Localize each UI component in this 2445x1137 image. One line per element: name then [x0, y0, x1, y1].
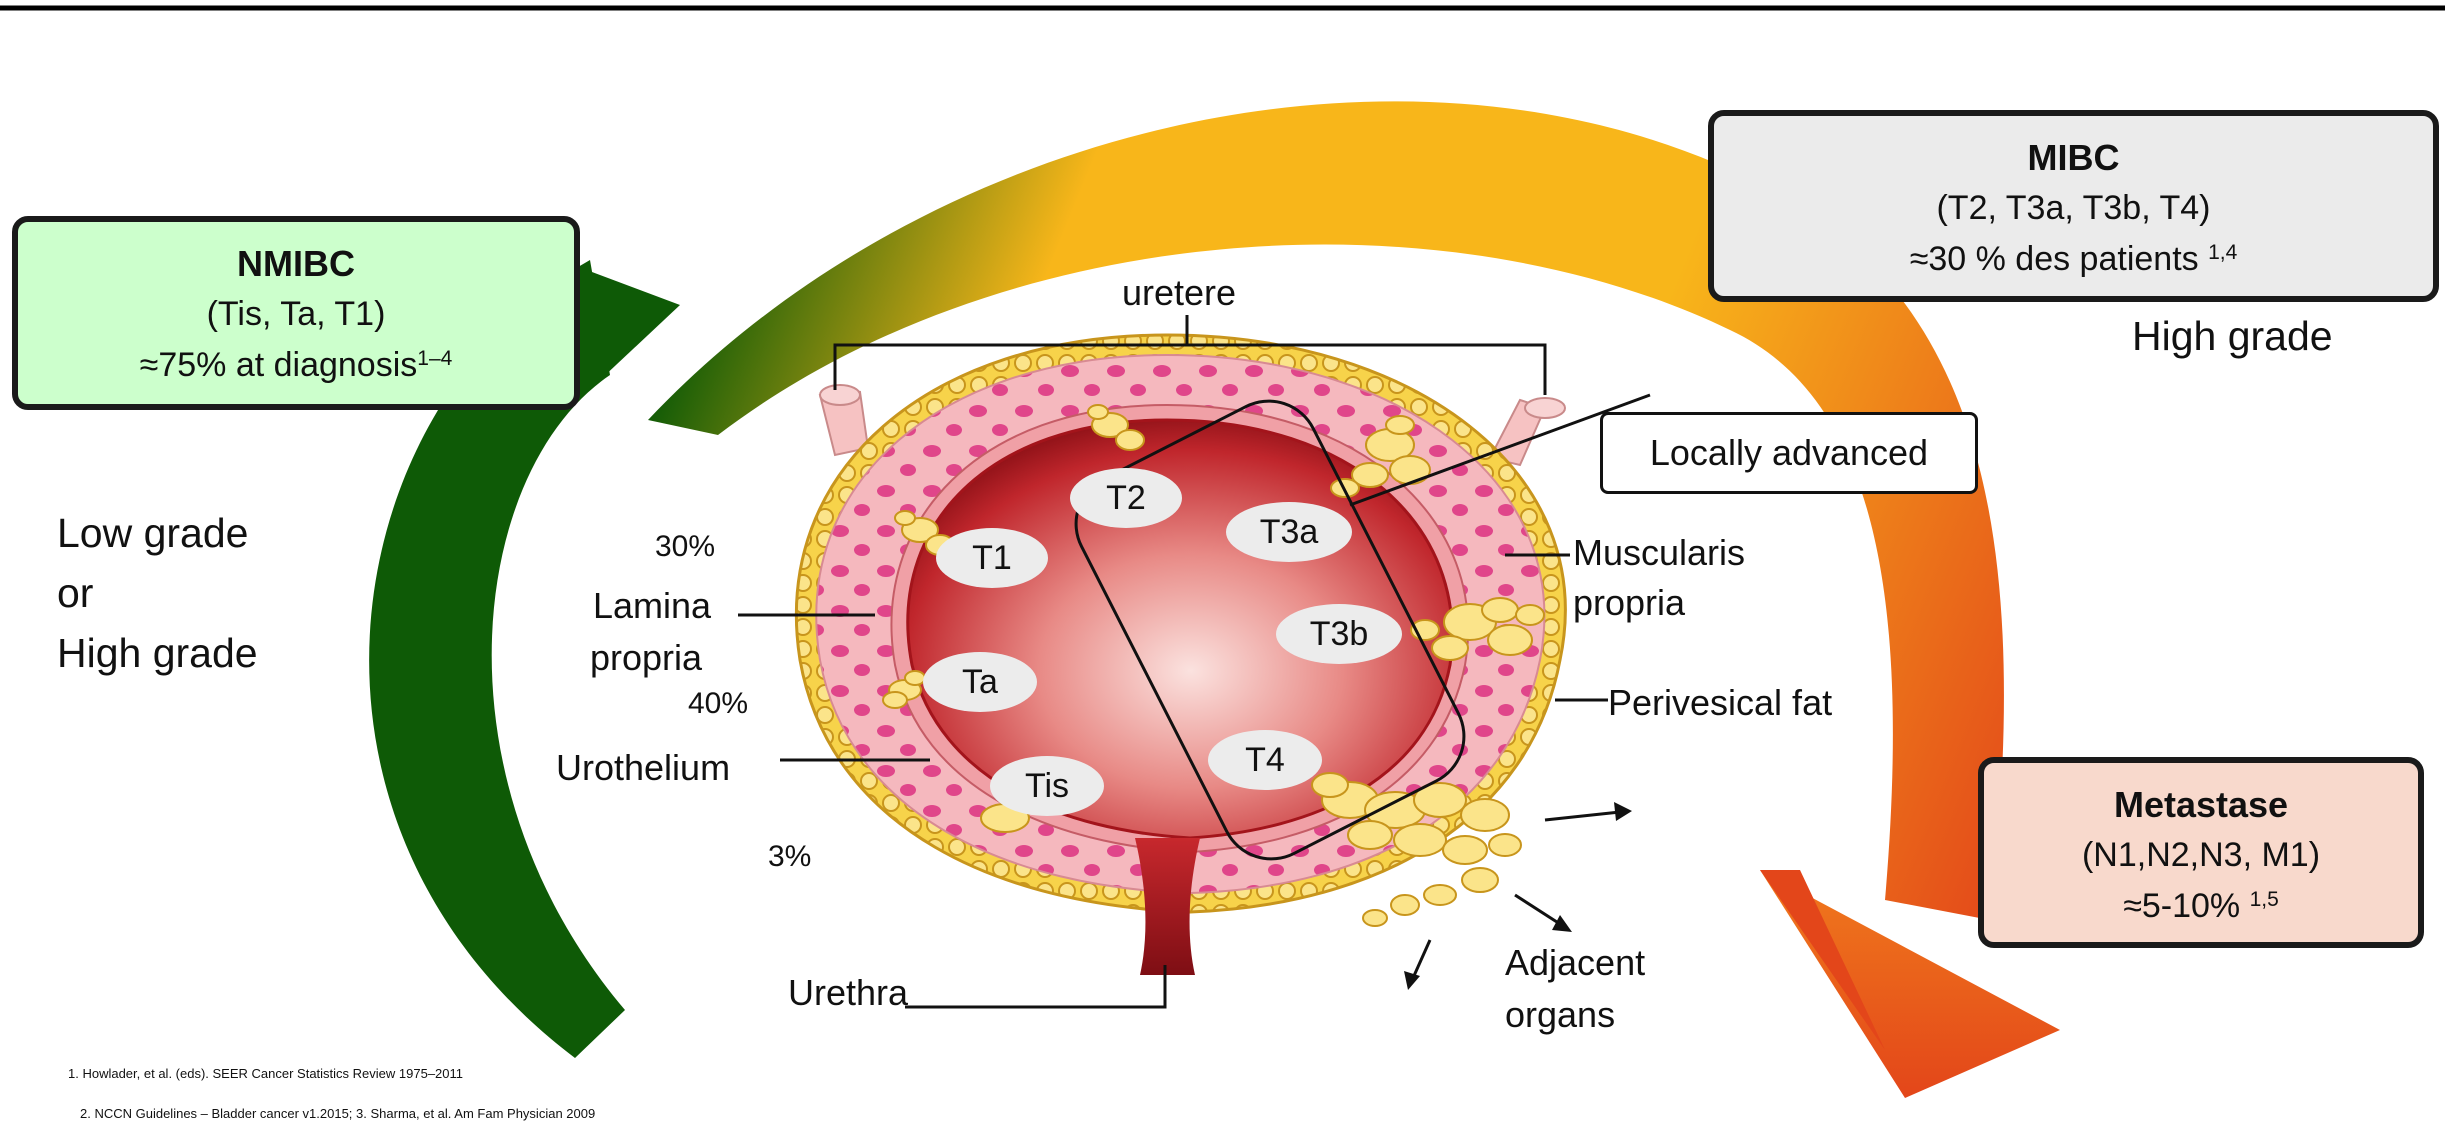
mibc-stat-line: ≈30 % des patients 1,4	[1714, 234, 2433, 285]
mibc-title: MIBC	[1714, 132, 2433, 183]
grade-left-line3: High grade	[57, 623, 258, 683]
stage-ta: Ta	[923, 652, 1037, 712]
nmibc-stages: (Tis, Ta, T1)	[18, 289, 574, 340]
lamina-label-1: Lamina	[593, 583, 711, 628]
stage-t3a: T3a	[1226, 502, 1352, 562]
mibc-stages: (T2, T3a, T3b, T4)	[1714, 183, 2433, 234]
mibc-box: MIBC (T2, T3a, T3b, T4) ≈30 % des patien…	[1708, 110, 2439, 302]
nmibc-ref: 1–4	[417, 347, 452, 370]
mibc-ref: 1,4	[2208, 241, 2237, 264]
percent-30: 30%	[655, 530, 715, 564]
grade-left-line2: or	[57, 563, 93, 623]
muscularis-label-1: Muscularis	[1573, 530, 1745, 575]
metastase-ref: 1,5	[2250, 888, 2279, 911]
perivesical-label: Perivesical fat	[1608, 680, 1832, 725]
locally-advanced-box: Locally advanced	[1600, 412, 1978, 494]
percent-3: 3%	[768, 840, 811, 874]
uretere-label: uretere	[1122, 270, 1236, 315]
reference-1: 1. Howlader, et al. (eds). SEER Cancer S…	[68, 1066, 463, 1081]
nmibc-stat: ≈75% at diagnosis	[140, 346, 418, 384]
stage-t4: T4	[1208, 730, 1322, 790]
metastase-stat: ≈5-10%	[2123, 887, 2240, 925]
nmibc-title: NMIBC	[18, 238, 574, 289]
adjacent-label-2: organs	[1505, 992, 1615, 1037]
reference-2: 2. NCCN Guidelines – Bladder cancer v1.2…	[80, 1106, 595, 1121]
adjacent-label-1: Adjacent	[1505, 940, 1645, 985]
nmibc-stat-line: ≈75% at diagnosis1–4	[18, 340, 574, 391]
urethra-label: Urethra	[788, 970, 908, 1015]
mibc-grade: High grade	[2132, 306, 2333, 366]
stage-t2: T2	[1070, 468, 1182, 528]
urothelium-label: Urothelium	[556, 745, 730, 790]
nmibc-box: NMIBC (Tis, Ta, T1) ≈75% at diagnosis1–4	[12, 216, 580, 410]
mibc-stat: ≈30 % des patients	[1910, 240, 2199, 278]
muscularis-label-2: propria	[1573, 580, 1685, 625]
metastase-stat-line: ≈5-10% 1,5	[1984, 881, 2418, 932]
stage-tis: Tis	[990, 756, 1104, 816]
locally-advanced-label: Locally advanced	[1650, 432, 1928, 473]
percent-40: 40%	[688, 687, 748, 721]
stage-t1: T1	[936, 528, 1048, 588]
grade-left-line1: Low grade	[57, 503, 248, 563]
metastase-title: Metastase	[1984, 779, 2418, 830]
metastase-stages: (N1,N2,N3, M1)	[1984, 830, 2418, 881]
lamina-label-2: propria	[590, 635, 702, 680]
metastase-box: Metastase (N1,N2,N3, M1) ≈5-10% 1,5	[1978, 757, 2424, 948]
bladder-illustration	[796, 335, 1565, 975]
stage-t3b: T3b	[1276, 604, 1402, 664]
